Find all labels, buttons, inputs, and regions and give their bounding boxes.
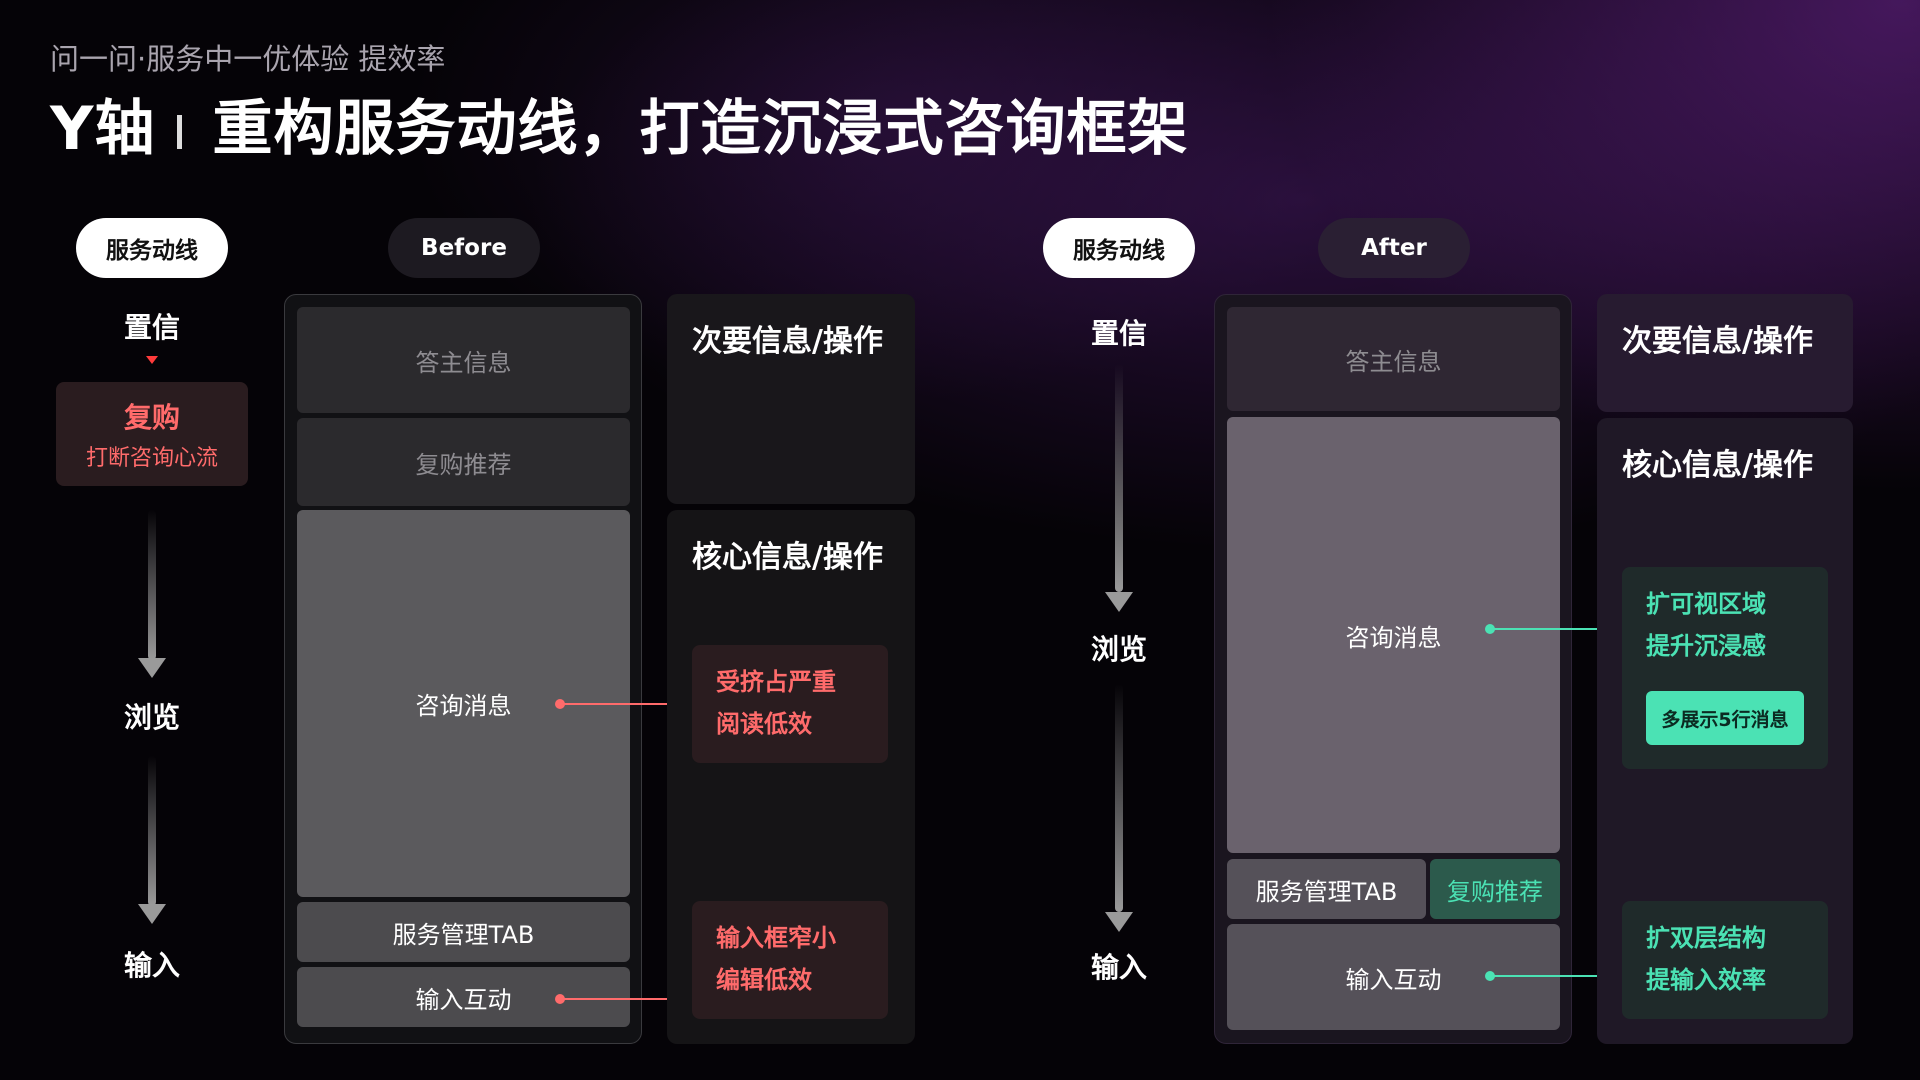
before-interrupt-card: 复购 打断咨询心流	[56, 382, 248, 486]
after-flow-line-2	[1115, 684, 1123, 912]
issue1-line1: 受挤占严重	[716, 668, 836, 696]
gain1-line1: 扩可视区域	[1646, 590, 1766, 618]
before-flow-line-1	[148, 510, 156, 660]
after-stage-input: 输入	[1090, 951, 1147, 984]
gain2-line1: 扩双层结构	[1646, 924, 1766, 952]
after-gain-card-2: 扩双层结构 提输入效率	[1622, 901, 1828, 1019]
interrupt-desc: 打断咨询心流	[85, 446, 218, 471]
before-tab-pill: Before	[388, 218, 540, 278]
page-title: Y轴重构服务动线，打造沉浸式咨询框架	[50, 80, 1188, 167]
before-secondary-label: 次要信息/操作	[692, 324, 883, 359]
gain2-line2: 提输入效率	[1646, 966, 1766, 994]
before-secondary-box: 次要信息/操作	[667, 294, 915, 504]
after-stage-browse: 浏览	[1090, 633, 1147, 666]
before-service-tab-block: 服务管理TAB	[297, 902, 630, 962]
before-core-label: 核心信息/操作	[692, 540, 883, 575]
before-issue-card-1: 受挤占严重 阅读低效	[692, 645, 888, 763]
before-stage-browse: 浏览	[123, 701, 180, 734]
after-arrow-line-2	[1490, 975, 1608, 977]
after-service-tab-block: 服务管理TAB	[1227, 859, 1426, 919]
after-tab-pill: After	[1318, 218, 1470, 278]
before-flow-line-2	[148, 756, 156, 906]
issue2-line2: 编辑低效	[716, 966, 812, 994]
before-flow-pill: 服务动线	[76, 218, 228, 278]
before-input-block: 输入互动	[297, 967, 630, 1027]
after-core-label: 核心信息/操作	[1622, 448, 1813, 483]
after-arrow-down-icon-1	[1105, 592, 1133, 612]
gain1-line2: 提升沉浸感	[1646, 632, 1766, 660]
after-input-block: 输入互动	[1227, 924, 1560, 1030]
before-arrow-down-icon-2	[138, 904, 166, 924]
after-arrow-down-icon-2	[1105, 912, 1133, 932]
after-arrow-line-1	[1490, 628, 1608, 630]
after-secondary-box: 次要信息/操作	[1597, 294, 1853, 412]
show-5-more-lines-badge: 多展示5行消息	[1646, 691, 1804, 745]
after-secondary-label: 次要信息/操作	[1622, 324, 1813, 359]
before-issue-card-2: 输入框窄小 编辑低效	[692, 901, 888, 1019]
before-marker-icon	[146, 356, 158, 364]
after-answerer-block: 答主信息	[1227, 307, 1560, 411]
before-arrow-line-1	[560, 703, 678, 705]
before-arrow-line-2	[560, 998, 678, 1000]
title-prefix: Y轴	[50, 94, 156, 164]
issue1-line2: 阅读低效	[716, 710, 812, 738]
before-arrow-down-icon-1	[138, 658, 166, 678]
title-divider	[177, 115, 183, 150]
issue2-line1: 输入框窄小	[716, 924, 836, 952]
interrupt-title: 复购	[123, 401, 180, 434]
after-flow-pill: 服务动线	[1043, 218, 1195, 278]
after-repurchase-block: 复购推荐	[1430, 859, 1560, 919]
after-messages-block: 咨询消息	[1227, 417, 1560, 853]
before-answerer-block: 答主信息	[297, 307, 630, 413]
before-stage-trust: 置信	[123, 311, 180, 344]
after-flow-line-1	[1115, 364, 1123, 592]
page-subtitle: 问一问·服务中一优体验 提效率	[50, 42, 446, 76]
before-stage-input: 输入	[123, 949, 180, 982]
after-stage-trust: 置信	[1090, 317, 1147, 350]
title-main: 重构服务动线，打造沉浸式咨询框架	[212, 94, 1189, 164]
before-repurchase-block: 复购推荐	[297, 418, 630, 506]
